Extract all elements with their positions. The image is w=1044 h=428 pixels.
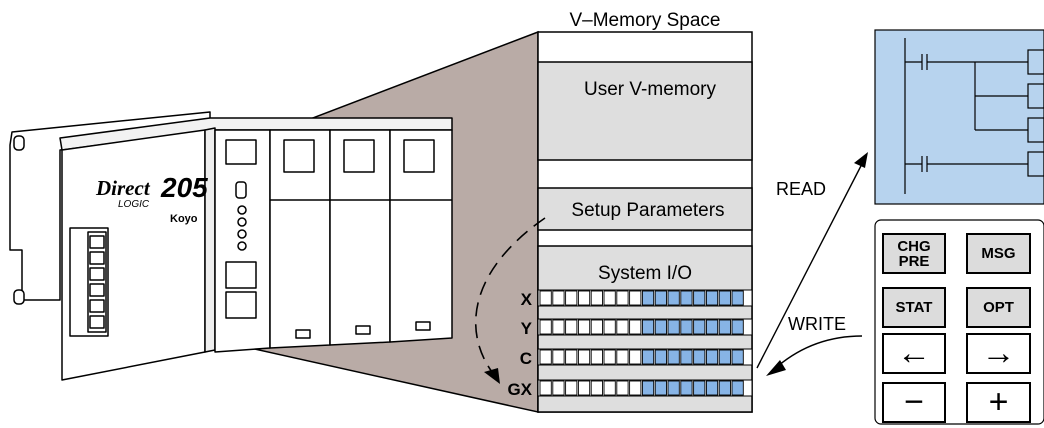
io-bit-cell — [577, 319, 591, 335]
io-bit-cell — [693, 380, 706, 396]
io-label-c: C — [520, 349, 532, 368]
io-bit-cell — [629, 290, 642, 306]
io-label-gx: GX — [507, 380, 532, 399]
io-bit-cell — [565, 349, 578, 365]
read-arrowhead-icon — [854, 152, 868, 168]
memory-title: V–Memory Space — [569, 10, 720, 31]
write-arrowhead-icon — [766, 360, 786, 376]
write-label: WRITE — [788, 314, 846, 334]
io-bit-cell — [577, 380, 591, 396]
io-bit-cell — [731, 349, 744, 365]
plus-key[interactable]: + — [966, 382, 1031, 423]
io-bit-cell — [654, 319, 667, 335]
io-bit-cell — [667, 290, 680, 306]
io-bit-cell — [616, 380, 629, 396]
io-bit-cell — [539, 349, 552, 365]
io-bit-cell — [603, 380, 616, 396]
io-bit-cell — [590, 319, 603, 335]
io-bit-cell — [565, 380, 578, 396]
io-bit-cell — [577, 290, 591, 306]
io-bit-cell — [654, 380, 667, 396]
minus-key[interactable]: − — [882, 382, 946, 423]
io-bit-cell — [731, 319, 744, 335]
io-bit-cell — [654, 349, 667, 365]
read-label: READ — [776, 179, 826, 199]
io-bit-cell — [705, 349, 719, 365]
ladder-screen — [874, 29, 1044, 205]
io-bit-cell — [680, 319, 693, 335]
opt-key[interactable]: OPT — [966, 287, 1031, 328]
io-bit-cell — [654, 290, 667, 306]
io-bit-cell — [616, 349, 629, 365]
io-bit-cell — [629, 349, 642, 365]
io-bit-cell — [718, 349, 731, 365]
io-label-x: X — [521, 290, 533, 309]
io-bit-cell — [641, 380, 655, 396]
plc-unit — [9, 111, 453, 381]
io-bit-cell — [616, 290, 629, 306]
plc-model: 205 — [160, 172, 208, 203]
io-bit-cell — [680, 290, 693, 306]
io-bit-cell — [680, 380, 693, 396]
write-arrow — [777, 335, 863, 367]
io-bit-cell — [629, 380, 642, 396]
io-bit-cell — [641, 349, 655, 365]
io-bit-cell — [693, 319, 706, 335]
io-bit-cell — [641, 290, 655, 306]
io-bit-cell — [565, 319, 578, 335]
setup-parameters-label: Setup Parameters — [571, 200, 724, 221]
io-bit-cell — [680, 349, 693, 365]
left-arrow-key[interactable]: ← — [882, 333, 946, 374]
dashed-arrowhead-icon — [484, 368, 500, 384]
io-bit-cell — [590, 380, 603, 396]
plc-sub: LOGIC — [118, 199, 150, 210]
user-vmemory-label: User V-memory — [584, 79, 716, 100]
io-bit-cell — [539, 290, 552, 306]
io-bit-cell — [552, 349, 565, 365]
io-bit-cell — [731, 290, 744, 306]
io-bit-cell — [718, 290, 731, 306]
io-bit-cell — [577, 349, 591, 365]
io-bit-cell — [693, 290, 706, 306]
io-label-y: Y — [521, 319, 533, 338]
io-bit-cell — [539, 319, 552, 335]
io-bit-cell — [603, 349, 616, 365]
io-bit-cell — [705, 290, 719, 306]
plc-maker: Koyo — [170, 213, 198, 225]
io-bit-rows — [537, 289, 753, 397]
io-bit-cell — [718, 319, 731, 335]
chg-pre-key[interactable]: CHG PRE — [882, 233, 946, 274]
io-bit-cell — [667, 380, 680, 396]
right-arrow-key[interactable]: → — [966, 333, 1031, 374]
io-bit-cell — [693, 349, 706, 365]
io-bit-cell — [616, 319, 629, 335]
stat-key[interactable]: STAT — [882, 287, 946, 328]
io-bit-cell — [565, 290, 578, 306]
io-bit-cell — [590, 290, 603, 306]
plc-brand: Direct — [95, 176, 151, 200]
io-bit-cell — [552, 290, 565, 306]
io-bit-cell — [718, 380, 731, 396]
io-bit-cell — [641, 319, 655, 335]
io-bit-cell — [603, 319, 616, 335]
io-bit-cell — [667, 319, 680, 335]
msg-key[interactable]: MSG — [966, 233, 1031, 274]
io-bit-cell — [539, 380, 552, 396]
io-bit-cell — [705, 380, 719, 396]
system-io-label: System I/O — [598, 263, 692, 284]
read-arrow — [756, 159, 865, 369]
dashed-arrow — [474, 217, 546, 373]
io-bit-cell — [705, 319, 719, 335]
io-bit-cell — [590, 349, 603, 365]
io-bit-cell — [552, 380, 565, 396]
io-bit-cell — [629, 319, 642, 335]
io-bit-cell — [603, 290, 616, 306]
io-bit-cell — [552, 319, 565, 335]
io-bit-cell — [667, 349, 680, 365]
io-bit-cell — [731, 380, 744, 396]
